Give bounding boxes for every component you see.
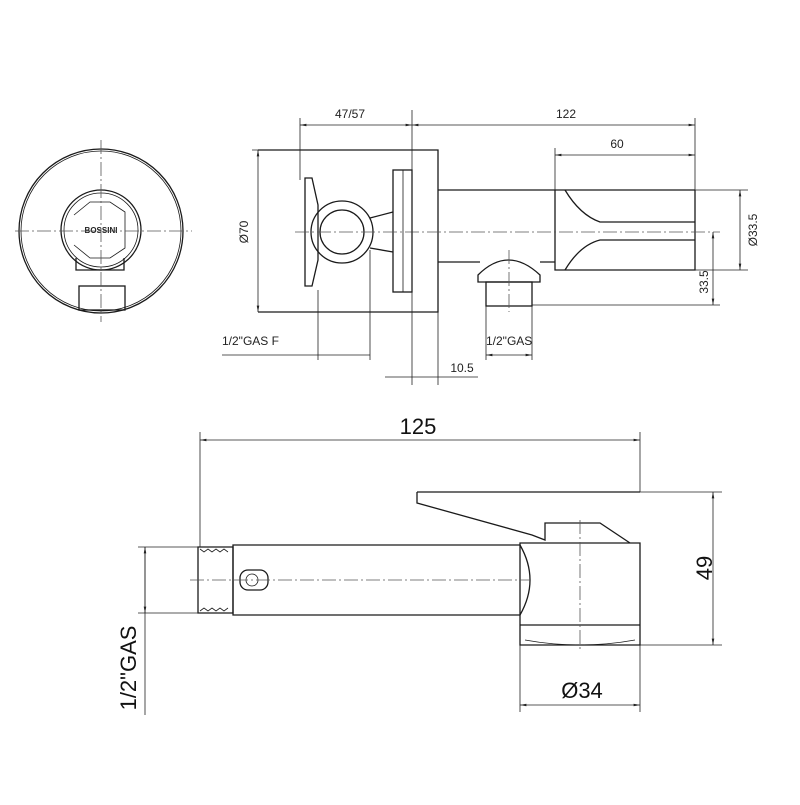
dim-total-length: 122 xyxy=(556,107,576,121)
dim-thread: 1/2"GAS xyxy=(116,626,141,711)
dim-holder-diameter: Ø33.5 xyxy=(746,213,760,246)
dim-length: 125 xyxy=(400,414,437,439)
front-view: BOSSINI xyxy=(15,140,192,322)
side-view-dimensions: 47/57 122 60 Ø70 Ø33.5 33.5 10.5 1/2"GAS… xyxy=(222,107,760,385)
dim-inlet-thread: 1/2"GAS F xyxy=(222,334,279,348)
dim-flange-thickness: 10.5 xyxy=(450,361,474,375)
dim-outlet-offset: 33.5 xyxy=(697,270,711,294)
dim-holder-length: 60 xyxy=(610,137,624,151)
shower-view xyxy=(190,491,641,650)
dim-outlet-thread: 1/2"GAS xyxy=(486,334,532,348)
dim-head-diameter: Ø34 xyxy=(561,678,603,703)
dim-handle-depth: 47/57 xyxy=(335,107,365,121)
dim-height: 49 xyxy=(692,556,717,580)
dim-flange-diameter: Ø70 xyxy=(237,220,251,243)
shower-view-dimensions: 125 49 Ø34 1/2"GAS xyxy=(116,414,722,715)
side-view xyxy=(258,149,720,313)
